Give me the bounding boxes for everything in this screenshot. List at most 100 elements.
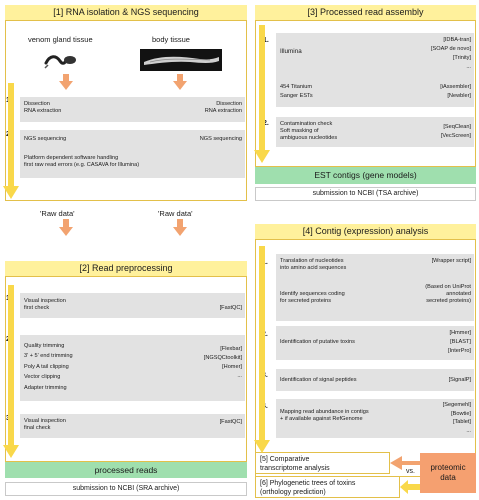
est-contigs-bar: EST contigs (gene models) (255, 167, 476, 184)
dissection-right-2: RNA extraction (204, 108, 242, 115)
signal-peptide-box: Identification of signal peptides [Signa… (276, 369, 474, 391)
secreted-1: Identify sequences coding (280, 291, 345, 297)
vi-first-2: first check (24, 305, 50, 312)
trim-5: Adapter trimming (24, 384, 67, 391)
dissection-left-1: Dissection (24, 101, 50, 107)
translation-1: Translation of nucleotides (280, 258, 344, 264)
contamination-1: Contamination check (280, 121, 333, 127)
comparative-analysis-box: [5] Comparative transcriptome analysis (255, 452, 390, 474)
mapping-more: ... (466, 427, 471, 434)
uniprot-note-2: annotated (446, 291, 471, 298)
panel3-step2-number: 2. (263, 120, 269, 127)
orange-arrow-proteomic (390, 456, 420, 470)
flow-arrow-panel4 (254, 246, 270, 453)
processed-reads-bar: processed reads (5, 462, 247, 478)
proteomic-1: proteomic (430, 463, 466, 472)
seqclean-tool: [SeqClean] (443, 124, 471, 130)
sanger-tool: [Newbler] (447, 93, 471, 99)
trim-tool-4: ... (237, 373, 242, 379)
panel-read-assembly-title: [3] Processed read assembly (255, 5, 476, 21)
assembly-step-box: Illumina [IDBA-tran] [SOAP de novo] [Tri… (276, 33, 474, 107)
raw-data-label-left: 'Raw data' (40, 209, 75, 218)
panel-contig-analysis-title: [4] Contig (expression) analysis (255, 224, 476, 240)
toxin-identification-label: Identification of putative toxins (280, 339, 355, 345)
flow-arrow-panel3 (254, 25, 270, 163)
illumina-label: Illumina (280, 48, 302, 55)
comparative-2: transcriptome analysis (260, 465, 330, 472)
flow-arrow-panel1 (3, 83, 19, 199)
mapping-1: Mapping read abundance in contigs (280, 409, 369, 415)
trim-3: Poly A tail clipping (24, 363, 69, 370)
contamination-3: ambiguous nucleotides (280, 135, 338, 142)
translation-2: into amino acid sequences (280, 265, 347, 272)
trimming-step-box: Quality trimming 3' + 5' end trimming Po… (20, 335, 245, 401)
dissection-left-2: RNA extraction (24, 108, 62, 115)
bowtie-tool: [Bowtie] (451, 410, 471, 417)
uniprot-note-3: secreted proteins) (426, 298, 471, 305)
proteomic-2: data (440, 473, 456, 482)
signal-peptide-label: Identification of signal peptides (280, 377, 357, 383)
vi-final-1: Visual inspection (24, 418, 66, 424)
uniprot-note-1: (Based on UniProt (425, 284, 471, 290)
toxin-identification-box: Identification of putative toxins [Hmmer… (276, 326, 474, 360)
vi-first-tool: [FastQC] (219, 305, 242, 311)
illumina-tool-4: ... (466, 64, 471, 70)
vi-final-tool: [FastQC] (219, 419, 242, 425)
illumina-tool-2: [SOAP de novo] (430, 46, 471, 52)
venom-gland-label: venom gland tissue (28, 35, 93, 44)
proteomic-data-box: proteomic data (420, 453, 476, 493)
titanium-tool: [iAssembler] (440, 84, 471, 90)
trim-1: Quality trimming (24, 343, 65, 349)
tsa-submission-label: submission to NCBI (TSA archive) (255, 187, 476, 201)
orange-arrow-raw-left (59, 219, 73, 236)
vi-first-1: Visual inspection (24, 298, 66, 304)
sra-submission-label: submission to NCBI (SRA archive) (5, 482, 247, 496)
ngs-note-2: first raw read errors (e.g. CASAVA for I… (24, 162, 140, 169)
blast-tool: [BLAST] (450, 339, 471, 345)
trim-2: 3' + 5' end trimming (24, 353, 73, 360)
illumina-tool-3: [Trinity] (452, 55, 471, 61)
orange-arrow-raw-right (173, 219, 187, 236)
yellow-arrow-proteomic (400, 480, 420, 494)
body-tissue-image (140, 49, 222, 71)
flow-arrow-panel2 (3, 285, 19, 458)
trim-tool-2: [NGSQCtoolkit] (203, 355, 242, 361)
ngs-note-1: Platform dependent software handling (24, 155, 119, 161)
raw-data-label-right: 'Raw data' (158, 209, 193, 218)
phylogenetic-2: (orthology prediction) (260, 489, 326, 496)
panel-read-preprocessing-title: [2] Read preprocessing (5, 261, 247, 277)
trim-tool-1: [Flexbar] (220, 346, 242, 352)
read-mapping-box: Mapping read abundance in contigs+ if av… (276, 399, 474, 438)
contamination-2: Soft masking of (280, 128, 319, 135)
orange-arrow-body (173, 74, 187, 90)
phylogenetic-1: [6] Phylogenetic trees of toxins (260, 480, 356, 487)
ngs-right: NGS sequencing (199, 136, 242, 142)
phylogenetic-trees-box: [6] Phylogenetic trees of toxins (orthol… (255, 476, 400, 498)
ngs-left: NGS sequencing (24, 136, 67, 142)
orange-arrow-venom (59, 74, 73, 90)
ngs-step-box: NGS sequencing NGS sequencing Platform d… (20, 130, 245, 178)
contamination-step-box: Contamination check Soft masking of ambi… (276, 117, 474, 147)
panel-rna-isolation-title: [1] RNA isolation & NGS sequencing (5, 5, 247, 21)
titanium-label: 454 Titanium (280, 84, 313, 90)
tablet-tool: [Tablet] (452, 419, 471, 426)
sanger-label: Sanger ESTs (280, 93, 313, 99)
vi-final-2: final check (24, 425, 51, 432)
venom-gland-image (42, 49, 82, 71)
dissection-right-1: Dissection (216, 101, 242, 107)
interpro-tool: [InterPro] (447, 348, 471, 354)
secreted-2: for secreted proteins (280, 298, 331, 305)
trim-tool-3: [Homer] (222, 364, 242, 370)
wrapper-script-tool: [Wrapper script] (431, 258, 471, 264)
mapping-2: + if available against RefGenome (280, 416, 363, 423)
body-tissue-label: body tissue (152, 35, 190, 44)
illumina-tool-1: [IDBA-tran] (443, 37, 471, 43)
vecscreen-tool: [VecScreen] (440, 133, 471, 139)
panel3-step1-number: 1. (263, 37, 269, 44)
segemehl-tool: [Segemehl] (442, 402, 471, 408)
signalp-tool: [SignalP] (448, 377, 471, 383)
